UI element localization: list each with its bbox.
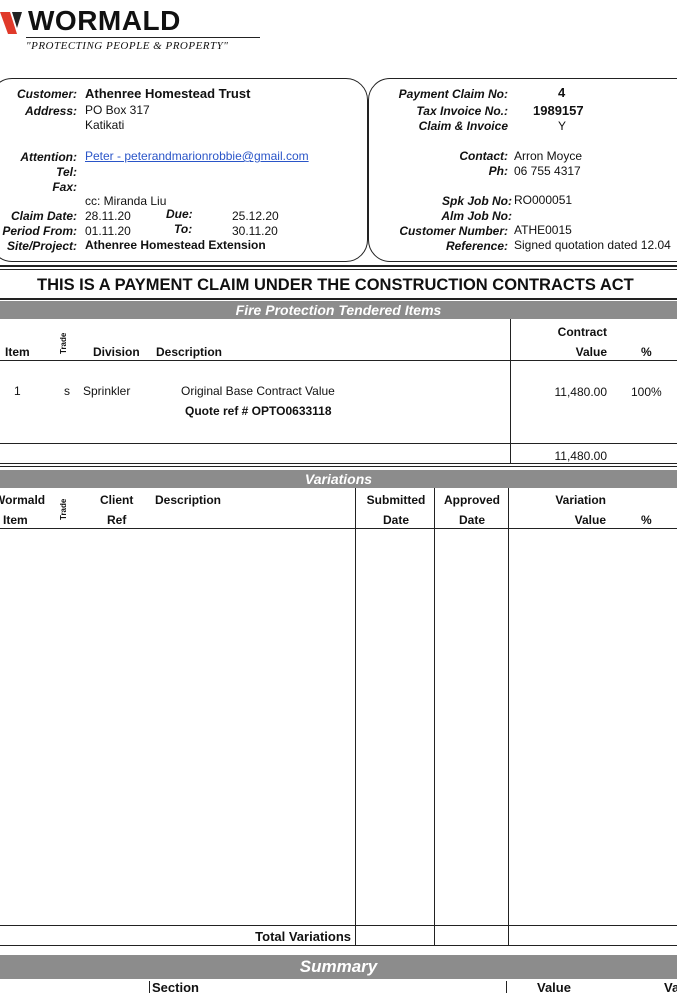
row-trade: s — [64, 384, 70, 398]
col-description: Description — [156, 345, 223, 359]
col-trade: Trade — [59, 332, 68, 354]
customer-number-value: ATHE0015 — [514, 223, 572, 237]
row-division: Sprinkler — [83, 384, 131, 398]
col-value: Value — [575, 345, 607, 359]
summary-col-value: Value — [537, 980, 571, 995]
period-from-label: Period From: — [2, 224, 77, 238]
reference-value: Signed quotation dated 12.04 — [514, 238, 671, 252]
tel-label: Tel: — [56, 165, 77, 179]
brand-name: WORMALD — [28, 5, 181, 36]
row-description: Original Base Contract Value — [181, 384, 335, 398]
address-line1: PO Box 317 — [85, 103, 150, 117]
attention-email-link[interactable]: Peter - peterandmarionrobbie@gmail.com — [85, 149, 309, 163]
row-percent: 100% — [631, 385, 662, 399]
total-variations-label: Total Variations — [255, 929, 351, 944]
contact-value: Arron Moyce — [514, 149, 583, 163]
summary-title: Summary — [0, 955, 677, 979]
payment-claim-banner: THIS IS A PAYMENT CLAIM UNDER THE CONSTR… — [37, 276, 634, 294]
customer-box — [0, 78, 368, 262]
col-var-description: Description — [155, 493, 222, 507]
tendered-total: 11,480.00 — [554, 449, 608, 463]
alm-job-label: Alm Job No: — [441, 209, 512, 223]
to-value: 30.11.20 — [232, 224, 278, 238]
col-approved: Approved — [443, 493, 500, 507]
customer-label: Customer: — [16, 87, 77, 101]
address-line2: Katikati — [85, 118, 125, 132]
site-value: Athenree Homestead Extension — [85, 238, 266, 252]
contact-label: Contact: — [459, 149, 508, 163]
customer-number-label: Customer Number: — [399, 224, 508, 238]
cc-value: cc: Miranda Liu — [85, 194, 167, 208]
fax-label: Fax: — [52, 180, 77, 194]
due-label: Due: — [166, 207, 193, 221]
col-var-item: Item — [3, 513, 28, 527]
payment-claim-label: Payment Claim No: — [398, 87, 508, 101]
to-label: To: — [174, 222, 193, 236]
row-quote-ref: Quote ref # OPTO0633118 — [185, 404, 332, 418]
reference-label: Reference: — [445, 239, 508, 253]
col-wormald: Wormald — [0, 493, 46, 507]
address-label: Address: — [24, 104, 77, 118]
due-value: 25.12.20 — [232, 209, 279, 223]
ph-value: 06 755 4317 — [514, 164, 581, 178]
col-var-trade: Trade — [59, 498, 68, 520]
tax-invoice-label: Tax Invoice No.: — [416, 104, 508, 118]
claim-invoice-value: Y — [558, 119, 567, 133]
site-label: Site/Project: — [6, 239, 77, 253]
tagline: "PROTECTING PEOPLE & PROPERTY" — [26, 40, 229, 52]
logo-mark-icon — [0, 12, 22, 34]
col-client: Client — [100, 493, 134, 507]
customer-value: Athenree Homestead Trust — [85, 86, 251, 101]
attention-label: Attention: — [20, 150, 77, 164]
variations-title: Variations — [0, 470, 677, 488]
col-percent: % — [641, 345, 652, 359]
summary-col-va: Va — [664, 980, 677, 995]
row-value: 11,480.00 — [554, 385, 608, 399]
col-contract: Contract — [557, 325, 607, 339]
col-submitted: Submitted — [366, 493, 426, 507]
col-division: Division — [93, 345, 140, 359]
claim-date-value: 28.11.20 — [85, 209, 131, 223]
col-submitted-date: Date — [382, 513, 409, 527]
spk-job-value: RO000051 — [514, 193, 573, 207]
col-approved-date: Date — [458, 513, 485, 527]
ph-label: Ph: — [488, 164, 508, 178]
wormald-logo: WORMALD "PROTECTING PEOPLE & PROPERTY" — [0, 5, 270, 52]
summary-col-section: Section — [152, 980, 199, 995]
payment-claim-value: 4 — [558, 85, 566, 100]
col-variation: Variation — [555, 493, 606, 507]
claim-box — [368, 78, 677, 262]
col-variation-percent: % — [641, 513, 652, 527]
tax-invoice-value: 1989157 — [533, 103, 584, 118]
tendered-items-title: Fire Protection Tendered Items — [0, 301, 677, 319]
claim-invoice-label: Claim & Invoice — [418, 119, 508, 133]
col-item: Item — [5, 345, 30, 359]
spk-job-label: Spk Job No: — [441, 194, 512, 208]
row-item: 1 — [14, 384, 21, 398]
claim-date-label: Claim Date: — [10, 209, 77, 223]
period-from-value: 01.11.20 — [85, 224, 131, 238]
col-variation-value: Value — [574, 513, 606, 527]
col-client-ref: Ref — [107, 513, 127, 527]
